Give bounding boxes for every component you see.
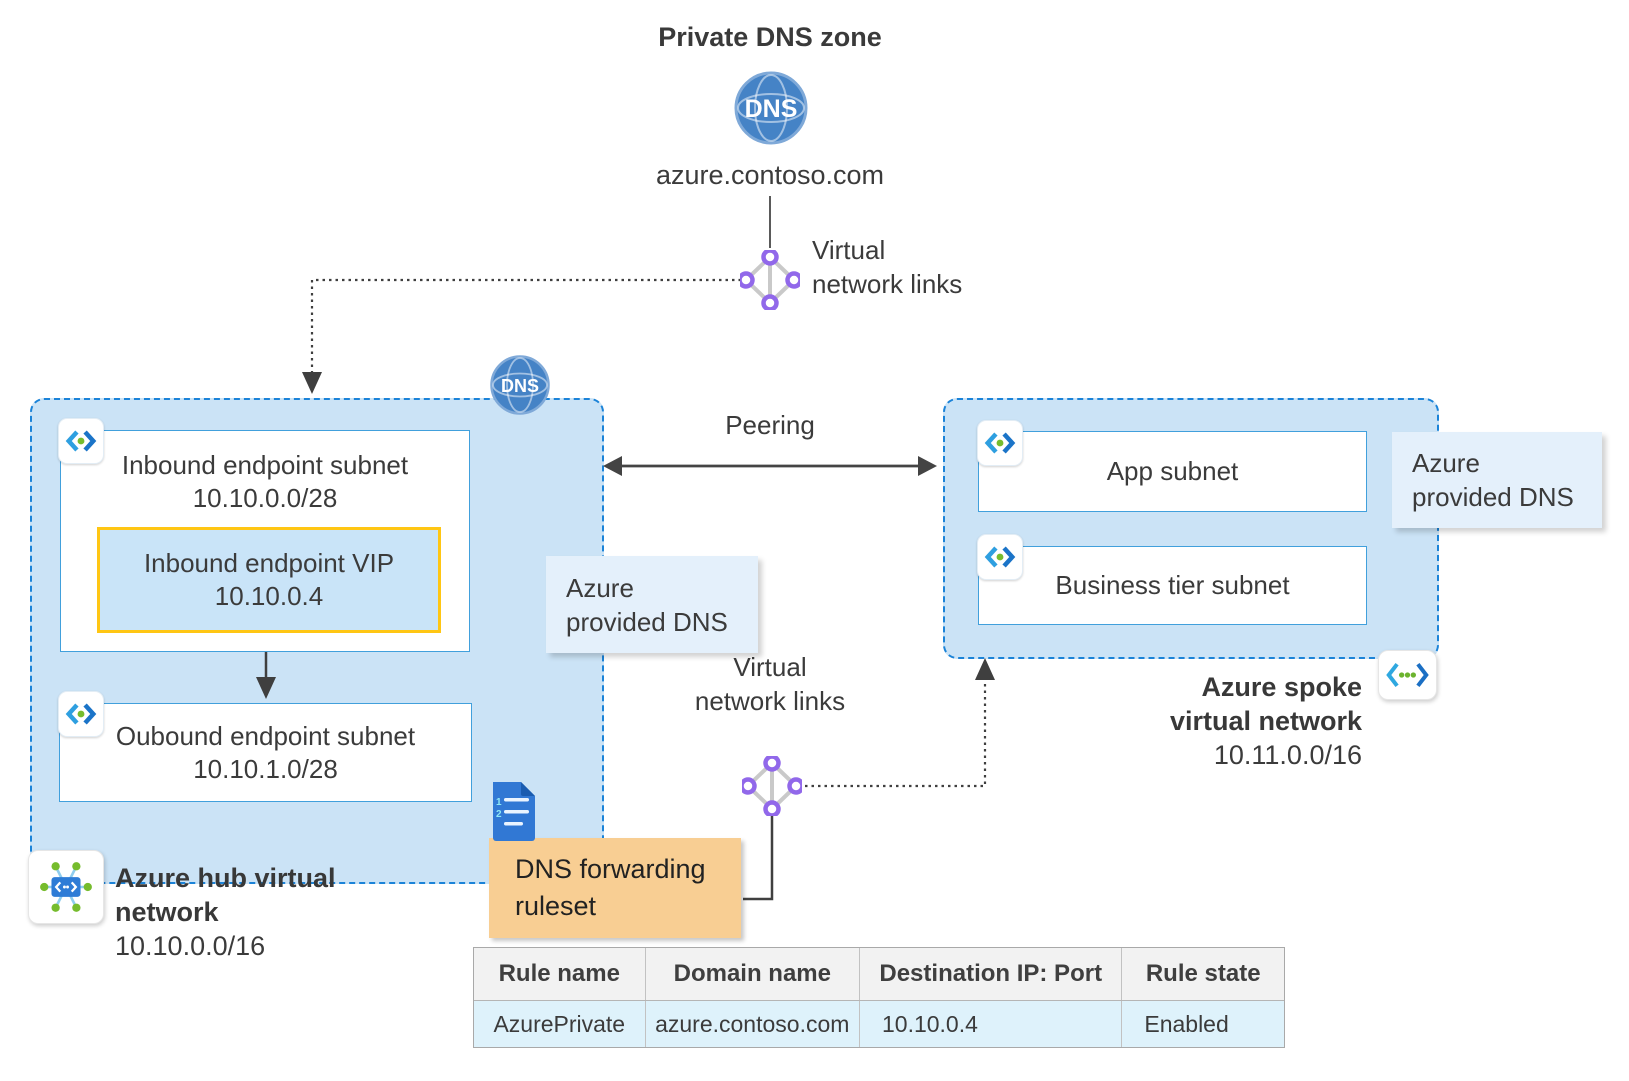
hub-cidr: 10.10.0.0/16 bbox=[115, 931, 266, 961]
label-line: Virtual bbox=[812, 235, 886, 265]
dns-badge-text: DNS bbox=[745, 95, 798, 123]
ruleset-line: DNS forwarding bbox=[515, 854, 706, 884]
azure-provided-dns-note-left: Azure provided DNS bbox=[546, 556, 758, 653]
app-subnet-box: App subnet bbox=[978, 431, 1367, 512]
page-title: Private DNS zone bbox=[658, 22, 882, 52]
spoke-vnet-label: Azure spoke virtual network 10.11.0.0/16 bbox=[1040, 670, 1362, 772]
note-line: Azure bbox=[566, 572, 634, 603]
spoke-vnet-icon bbox=[1378, 650, 1437, 700]
cell-rule-state: Enabled bbox=[1121, 1001, 1284, 1047]
ruleset-document-icon: 1 2 bbox=[493, 782, 535, 841]
subnet-cidr: 10.10.0.0/28 bbox=[192, 483, 338, 513]
peering-arrowhead-left bbox=[603, 456, 622, 476]
dns-globe-small-icon: DNS bbox=[490, 355, 550, 415]
outbound-endpoint-subnet-box: Oubound endpoint subnet 10.10.1.0/28 bbox=[59, 703, 472, 802]
vip-name: Inbound endpoint VIP bbox=[143, 548, 395, 578]
dns-forwarding-ruleset-label: DNS forwarding ruleset bbox=[489, 838, 741, 938]
arrowhead-into-hub bbox=[302, 372, 322, 394]
virtual-network-links-label: Virtual network links bbox=[645, 650, 895, 718]
ruleset-table: Rule name Domain name Destination IP: Po… bbox=[473, 947, 1285, 1048]
peering-label: Peering bbox=[725, 410, 815, 440]
dns-zone-domain: azure.contoso.com bbox=[655, 160, 885, 190]
svg-text:2: 2 bbox=[496, 809, 502, 820]
subnet-icon bbox=[977, 534, 1023, 580]
subnet-icon bbox=[58, 418, 104, 464]
note-line: provided DNS bbox=[566, 606, 728, 637]
note-line: Azure bbox=[1412, 448, 1480, 478]
cell-destination: 10.10.0.4 bbox=[858, 1001, 1121, 1047]
table-header-domain-name: Domain name bbox=[644, 948, 859, 1000]
dns-globe-icon: DNS bbox=[734, 71, 808, 145]
virtual-network-links-icon bbox=[740, 250, 800, 310]
subnet-cidr: 10.10.1.0/28 bbox=[193, 753, 338, 784]
business-tier-subnet-box: Business tier subnet bbox=[978, 546, 1367, 625]
spoke-name-line: virtual network bbox=[1169, 706, 1362, 736]
virtual-network-links-icon bbox=[742, 756, 802, 816]
peering-arrowhead-right bbox=[918, 456, 937, 476]
line-links-to-ruleset bbox=[743, 812, 774, 901]
table-header-rule-name: Rule name bbox=[498, 960, 620, 987]
vip-ip: 10.10.0.4 bbox=[214, 581, 324, 611]
label-line: network links bbox=[812, 269, 963, 299]
spoke-name-line: Azure spoke bbox=[1201, 672, 1362, 702]
label-line: Virtual bbox=[733, 652, 807, 682]
table-header-destination: Destination IP: Port bbox=[859, 948, 1121, 1000]
table-header-row: Rule name Domain name Destination IP: Po… bbox=[474, 948, 1284, 1001]
table-header-rule-state: Rule state bbox=[1121, 948, 1284, 1000]
spoke-cidr: 10.11.0.0/16 bbox=[1213, 740, 1362, 770]
subnet-name: Business tier subnet bbox=[1055, 570, 1290, 600]
ruleset-line: ruleset bbox=[515, 891, 597, 921]
subnet-icon bbox=[58, 691, 104, 737]
subnet-icon bbox=[977, 420, 1023, 466]
cell-domain-name: azure.contoso.com bbox=[644, 1001, 859, 1047]
note-line: provided DNS bbox=[1412, 482, 1574, 512]
dns-badge-text: DNS bbox=[501, 376, 539, 396]
cell-rule-name: AzurePrivate bbox=[493, 1010, 626, 1037]
hub-name-line: Azure hub virtual bbox=[115, 863, 336, 893]
arrowhead-into-spoke bbox=[975, 658, 995, 680]
azure-provided-dns-note-right: Azure provided DNS bbox=[1392, 432, 1602, 528]
label-line: network links bbox=[694, 686, 846, 716]
svg-text:1: 1 bbox=[496, 797, 502, 808]
subnet-name: Inbound endpoint subnet bbox=[121, 450, 409, 480]
hub-vnet-label: Azure hub virtual network 10.10.0.0/16 bbox=[115, 861, 445, 963]
hub-vnet-icon bbox=[28, 850, 104, 924]
inbound-endpoint-vip-box: Inbound endpoint VIP 10.10.0.4 bbox=[97, 527, 441, 633]
subnet-name: Oubound endpoint subnet bbox=[115, 720, 416, 751]
hub-name-line: network bbox=[115, 897, 219, 927]
virtual-network-links-label: Virtual network links bbox=[812, 233, 962, 301]
subnet-name: App subnet bbox=[1106, 456, 1239, 486]
table-row: AzurePrivate azure.contoso.com 10.10.0.4… bbox=[474, 1001, 1284, 1047]
